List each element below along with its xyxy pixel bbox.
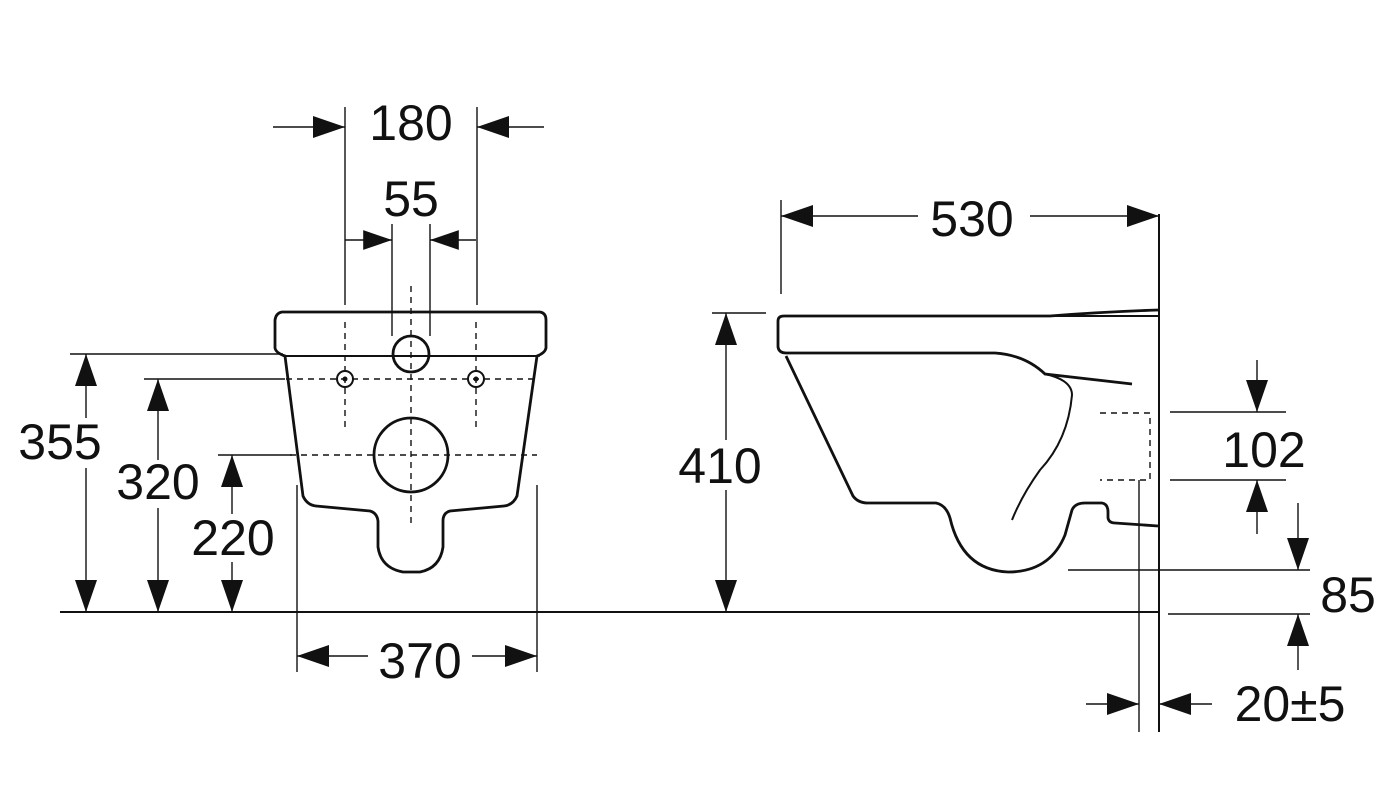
dim-370: 370: [378, 633, 461, 689]
front-bolt-hole-left: [336, 370, 354, 388]
front-bolt-hole-right: [467, 370, 485, 388]
dim-355: 355: [18, 414, 101, 470]
dim-320: 320: [116, 454, 199, 510]
dim-55: 55: [383, 171, 439, 227]
dim-180: 180: [369, 95, 452, 151]
dim-410: 410: [678, 438, 761, 494]
side-inlet-hidden: [1100, 412, 1151, 481]
dim-220: 220: [191, 510, 274, 566]
front-outlet-pipe: [372, 416, 450, 494]
dim-85: 85: [1320, 567, 1376, 623]
dim-102: 102: [1222, 422, 1305, 478]
front-inlet-pipe: [391, 334, 431, 374]
dim-530: 530: [930, 191, 1013, 247]
side-view: 530 410 102 85 20±5: [670, 191, 1376, 732]
dim-20-5: 20±5: [1235, 676, 1346, 732]
side-trap-curve: [1011, 373, 1074, 521]
side-bowl-outline: [784, 355, 1159, 574]
front-view: 180 55 355 320 220: [10, 95, 548, 689]
